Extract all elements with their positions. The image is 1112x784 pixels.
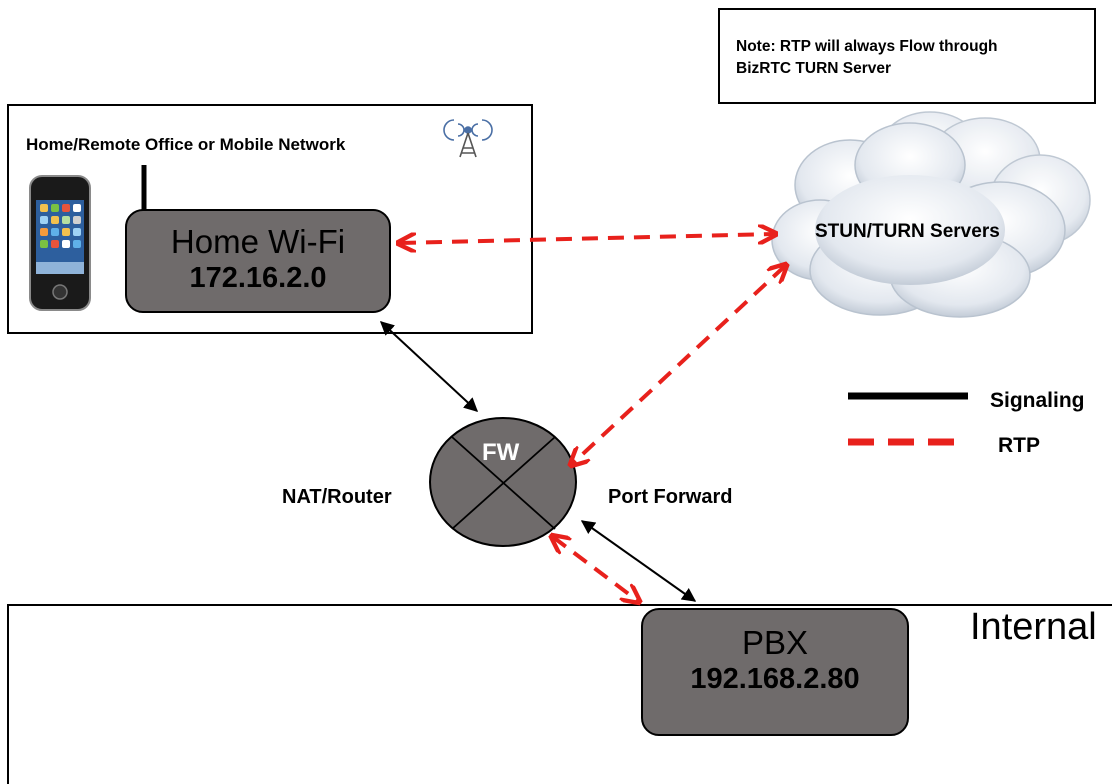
nat-router-label: NAT/Router bbox=[282, 486, 392, 508]
smartphone-icon bbox=[29, 175, 91, 311]
home-network-label: Home/Remote Office or Mobile Network bbox=[26, 135, 346, 154]
port-forward-label: Port Forward bbox=[608, 486, 733, 508]
signaling-fw-pbx bbox=[580, 520, 697, 602]
rtp-cloud-fw bbox=[572, 266, 785, 464]
signaling-home-fw bbox=[379, 321, 479, 412]
pbx-node: PBX 192.168.2.80 bbox=[641, 608, 909, 736]
internal-label: Internal bbox=[970, 606, 1097, 648]
firewall-label: FW bbox=[482, 439, 520, 466]
note-box: Note: RTP will always Flow through BizRT… bbox=[718, 8, 1096, 104]
home-wifi-node: Home Wi-Fi 172.16.2.0 bbox=[125, 209, 391, 313]
diagram-graphics bbox=[29, 111, 1091, 762]
pbx-ip: 192.168.2.80 bbox=[690, 663, 860, 695]
legend-signaling-label: Signaling bbox=[990, 389, 1085, 412]
internal-network-region bbox=[7, 604, 1112, 784]
cell-tower-icon bbox=[443, 119, 493, 158]
note-line-2: BizRTC TURN Server bbox=[736, 60, 892, 77]
legend-rtp-label: RTP bbox=[998, 434, 1040, 457]
note-line-1: Note: RTP will always Flow through bbox=[736, 38, 998, 55]
cloud-icon bbox=[771, 122, 1066, 318]
cloud-label: STUN/TURN Servers bbox=[815, 221, 1000, 242]
rtp-home-cloud bbox=[400, 234, 774, 243]
rtp-fw-pbx bbox=[553, 537, 638, 601]
home-wifi-name: Home Wi-Fi bbox=[170, 223, 346, 260]
pbx-name: PBX bbox=[741, 624, 809, 661]
firewall-node bbox=[429, 417, 577, 547]
home-wifi-ip: 172.16.2.0 bbox=[189, 262, 327, 294]
